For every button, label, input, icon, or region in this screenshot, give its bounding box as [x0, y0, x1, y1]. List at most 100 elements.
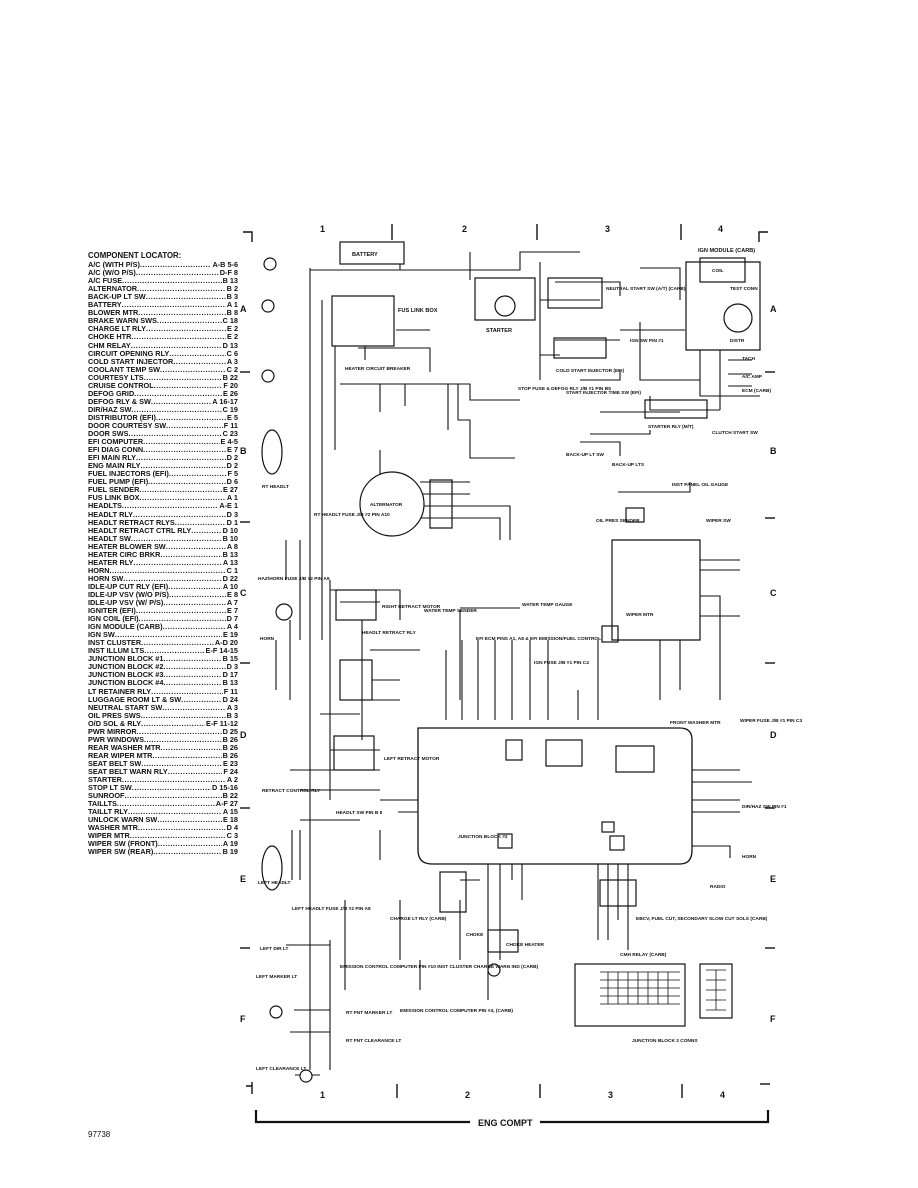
heater-cb-label: HEATER CIRCUIT BREAKER — [345, 366, 411, 372]
retract-ctrl-label: RETRACT CONTROL RLY — [262, 788, 321, 794]
row-label-c-right: C — [770, 588, 777, 598]
locator-row: A/C FUSEB 13 — [88, 277, 238, 285]
locator-grid-ref: B 26 — [222, 734, 238, 744]
locator-grid-ref: E 4-5 — [220, 437, 238, 447]
left-marker-label: LEFT MARKER LT — [256, 974, 297, 980]
headlt-sw-label: HEADLT SW PIN B 5 — [336, 810, 383, 816]
locator-grid-ref: F 11 — [223, 420, 238, 430]
locator-component-name: LUGGAGE ROOM LT & SW — [88, 694, 182, 704]
inst-panel-label: INST PANEL OIL GAUGE — [672, 482, 729, 488]
locator-row: STOP LT SWD 15-16 — [88, 784, 238, 792]
locator-component-name: ALTERNATOR — [88, 284, 138, 294]
rt-headlt-fuse-label: RT HEADLT FUSE J/B #2 PIN A10 — [314, 512, 390, 518]
locator-component-name: FUEL SENDER — [88, 485, 140, 495]
locator-component-name: CHARGE LT RLY — [88, 324, 146, 334]
locator-grid-ref: E 8 — [227, 589, 238, 599]
left-headlt-fuse-label: LEFT HEADLT FUSE J/B #2 PIN A8 — [292, 906, 371, 912]
coil-label: COIL — [712, 268, 724, 274]
locator-grid-ref: A 16-17 — [212, 396, 238, 406]
locator-component-name: PWR MIRROR — [88, 726, 137, 736]
locator-component-name: HEADLT RETRACT RLYS — [88, 517, 175, 527]
locator-row: REAR WASHER MTRB 26 — [88, 743, 238, 752]
locator-row: PWR WINDOWSB 26 — [88, 734, 238, 744]
locator-row: TAILLT RLYA 15 — [88, 808, 238, 816]
chm-relay-label: CMH RELAY (CARB) — [620, 952, 667, 958]
locator-component-name: HEADLT RLY — [88, 509, 133, 519]
locator-row: IGN SW E 19 — [88, 631, 238, 639]
locator-row: IGNITER (EFI)E 7 — [88, 607, 238, 615]
row-label-c: C — [240, 588, 247, 598]
locator-row: EFI MAIN RLYD 2 — [88, 454, 238, 462]
tach-label: TACH — [742, 356, 756, 362]
locator-component-name: OIL PRES SWS — [88, 710, 141, 720]
locator-row: DEFOG GRIDE 26 — [88, 389, 238, 398]
water-temp-conn — [601, 625, 619, 643]
locator-row: FUS LINK BOXA 1 — [88, 494, 238, 502]
col-label-2: 2 — [462, 224, 467, 234]
charge-fuse — [497, 833, 513, 849]
locator-grid-ref: E 2 — [227, 332, 238, 342]
starter-relay — [644, 399, 708, 419]
locator-component-name: EFI MAIN RLY — [88, 453, 136, 463]
locator-component-name: A/C (W/O P/S) — [88, 268, 136, 278]
stop-fuse-label: STOP FUSE & DEFOG RLY J/B #1 PIN B5 — [518, 386, 611, 392]
locator-grid-ref: A 15 — [222, 807, 238, 817]
locator-grid-ref: A 2 — [226, 775, 238, 785]
locator-row: SEAT BELT WARN RLYF 24 — [88, 767, 238, 776]
locator-component-name: DIR/HAZ SW — [88, 404, 132, 414]
row-label-d-right: D — [770, 730, 777, 740]
locator-grid-ref: B 13 — [222, 678, 238, 688]
locator-grid-ref: B 10 — [222, 533, 238, 543]
starter-body — [474, 277, 536, 321]
rt-headlt-label: RT HEADLT — [262, 484, 289, 490]
locator-grid-ref: C 1 — [226, 565, 238, 575]
left-retract-label: LEFT RETRACT MOTOR — [384, 756, 440, 762]
locator-component-name: WASHER MTR — [88, 823, 138, 833]
locator-component-name: TAILLTS — [88, 799, 117, 809]
locator-row: INST ILLUM LTSE-F 14-15 — [88, 647, 238, 655]
col-label-4-bottom: 4 — [720, 1090, 725, 1100]
locator-row: HEADLT RETRACT RLYS D 1 — [88, 517, 238, 527]
right-retract-label: RIGHT RETRACT MOTOR — [382, 604, 441, 610]
locator-grid-ref: B 15 — [222, 654, 238, 664]
locator-row: BRAKE WARN SWSC 18 — [88, 317, 238, 325]
fus-link-label: FUS LINK BOX — [398, 308, 438, 314]
battery-body — [339, 241, 405, 265]
locator-grid-ref: E-F 11-12 — [205, 718, 238, 728]
locator-grid-ref: D 1 — [226, 517, 238, 527]
backup-sw-label: BACK-UP LT SW — [566, 452, 604, 458]
locator-grid-ref: F 24 — [223, 767, 238, 776]
locator-grid-ref: D 4 — [226, 823, 238, 833]
locator-row: FUEL SENDERE 27 — [88, 486, 238, 494]
locator-grid-ref: C 18 — [222, 316, 238, 326]
ign-fuse-label: IGN FUSE J/B #1 PIN C4 — [534, 660, 589, 666]
locator-grid-ref: A 1 — [226, 493, 238, 503]
locator-grid-ref: D 17 — [222, 670, 238, 680]
locator-component-name: BACK-UP LT SW — [88, 292, 146, 302]
ebcv-label: EBCV, FUEL CUT, SECONDARY SLOW CUT SOLS … — [636, 916, 768, 922]
connector-a — [261, 299, 275, 313]
locator-component-name: FUEL INJECTORS (EFI) — [88, 469, 169, 479]
locator-grid-ref: A 3 — [226, 702, 238, 712]
starter-label: STARTER — [486, 328, 512, 334]
locator-component-name: IGN MODULE (CARB) — [88, 622, 163, 632]
fus-link-box-body — [331, 295, 395, 347]
choke-heater-box — [487, 929, 519, 953]
locator-row: IDLE-UP VSV (W/ P/S)A 7 — [88, 598, 238, 607]
eng-main-rly — [545, 739, 583, 767]
locator-component-name: BATTERY — [88, 300, 122, 310]
col-label-2-bottom: 2 — [465, 1090, 470, 1100]
choke-label: CHOKE — [466, 932, 484, 938]
locator-grid-ref: E 19 — [222, 630, 238, 640]
locator-row: UNLOCK WARN SWE 18 — [88, 816, 238, 824]
dir-haz-label: DIR/HAZ SW PIN #1 — [742, 804, 787, 810]
ground-connector-top — [263, 257, 277, 271]
choke-heater-label: CHOKE HEATER — [506, 942, 545, 948]
col-label-4: 4 — [718, 224, 723, 234]
locator-component-name: IGN SW — [88, 630, 115, 640]
headlt-rly — [615, 745, 655, 773]
locator-component-name: COOLANT TEMP SW — [88, 364, 161, 374]
locator-grid-ref: A 3 — [226, 356, 238, 366]
diagram-labels: BATTERY FUS LINK BOX STARTER NEUTRAL STA… — [256, 248, 802, 1072]
